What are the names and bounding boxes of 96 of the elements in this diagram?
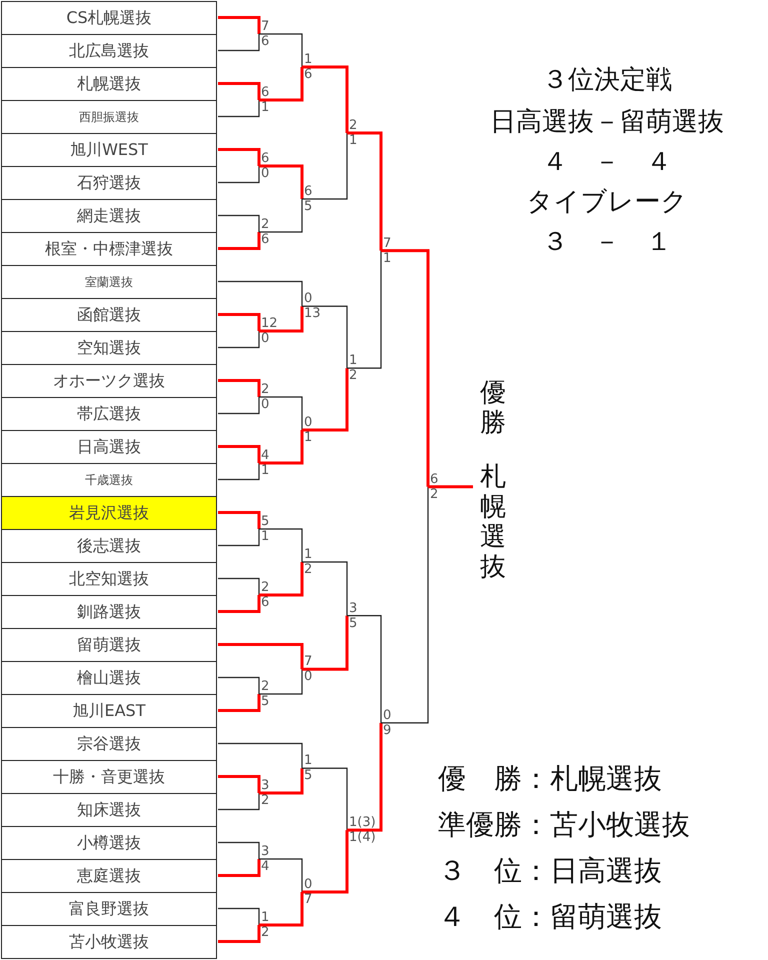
team-cell: 函館選抜 bbox=[1, 298, 217, 332]
team-cell: 留萌選抜 bbox=[1, 628, 217, 662]
score-label: 7 bbox=[383, 236, 392, 250]
ranking-line: 優 勝：札幌選抜 bbox=[438, 761, 662, 797]
team-cell: 室蘭選抜 bbox=[1, 265, 217, 299]
team-cell: 千歳選抜 bbox=[1, 463, 217, 497]
score-label: 4 bbox=[261, 860, 270, 873]
score-label: 1 bbox=[304, 53, 312, 66]
team-cell: 北広島選抜 bbox=[1, 34, 217, 68]
team-cell: 苫小牧選抜 bbox=[1, 925, 217, 959]
score-label: 2 bbox=[261, 383, 270, 396]
team-cell: 網走選抜 bbox=[1, 199, 217, 233]
score-label: 1 bbox=[383, 252, 392, 265]
team-cell: 知床選抜 bbox=[1, 793, 217, 827]
team-cell: 西胆振選抜 bbox=[1, 100, 217, 134]
team-cell: 恵庭選抜 bbox=[1, 859, 217, 893]
score-label: 12 bbox=[261, 317, 278, 330]
ranking-line: 準優勝：苫小牧選抜 bbox=[438, 807, 690, 843]
score-label: 7 bbox=[304, 655, 312, 668]
score-label: 0 bbox=[383, 708, 392, 722]
champion-team: 札幌選抜 bbox=[480, 462, 507, 582]
score-label: 2 bbox=[261, 926, 270, 939]
score-label: 6 bbox=[430, 472, 438, 486]
team-cell: 石狩選抜 bbox=[1, 166, 217, 200]
score-label: 6 bbox=[261, 152, 270, 165]
result-note: ３ － １ bbox=[542, 226, 672, 259]
score-label: 2 bbox=[261, 794, 270, 807]
team-cell: CS札幌選抜 bbox=[1, 1, 217, 35]
score-label: 6 bbox=[261, 86, 270, 99]
score-label: 5 bbox=[349, 616, 358, 630]
score-label: 5 bbox=[304, 769, 312, 782]
score-label: 3 bbox=[349, 602, 358, 615]
champion-label: 優勝 bbox=[480, 378, 507, 438]
score-label: 1 bbox=[261, 530, 270, 543]
score-label: 0 bbox=[261, 167, 270, 180]
result-note: ４ － ４ bbox=[542, 146, 672, 179]
score-label: 0 bbox=[261, 398, 270, 411]
result-note: ３位決定戦 bbox=[542, 64, 672, 97]
score-label: 1 bbox=[304, 754, 312, 768]
team-cell: 日高選抜 bbox=[1, 430, 217, 464]
team-cell: 後志選抜 bbox=[1, 529, 217, 563]
team-cell: 根室・中標津選抜 bbox=[1, 232, 217, 266]
score-label: 6 bbox=[261, 233, 270, 246]
score-label: 6 bbox=[261, 35, 270, 48]
team-cell: 空知選抜 bbox=[1, 331, 217, 365]
score-label: 5 bbox=[261, 515, 270, 528]
score-label: 1 bbox=[261, 464, 270, 477]
score-label: 1(4) bbox=[349, 831, 376, 844]
score-label: 5 bbox=[304, 200, 312, 213]
score-label: 1(3) bbox=[349, 816, 376, 830]
score-label: 0 bbox=[261, 332, 270, 345]
score-label: 6 bbox=[261, 596, 270, 609]
score-label: 1 bbox=[349, 134, 358, 147]
team-cell: 岩見沢選抜 bbox=[1, 496, 217, 530]
ranking-line: ４ 位：留萌選抜 bbox=[438, 899, 662, 935]
result-note: 日高選抜－留萌選抜 bbox=[490, 106, 724, 139]
team-cell: 釧路選抜 bbox=[1, 595, 217, 629]
score-label: 3 bbox=[261, 779, 270, 792]
score-label: 0 bbox=[304, 416, 312, 429]
team-cell: 北空知選抜 bbox=[1, 562, 217, 596]
score-label: 2 bbox=[349, 119, 358, 132]
result-note: タイブレーク bbox=[526, 186, 688, 219]
team-cell: 旭川EAST bbox=[1, 694, 217, 728]
score-label: 5 bbox=[261, 695, 270, 708]
score-label: 1 bbox=[304, 548, 312, 561]
team-cell: 帯広選抜 bbox=[1, 397, 217, 431]
score-label: 0 bbox=[304, 670, 312, 684]
team-cell: 札幌選抜 bbox=[1, 67, 217, 101]
score-label: 2 bbox=[261, 680, 270, 693]
score-label: 6 bbox=[304, 185, 312, 198]
team-cell: 宗谷選抜 bbox=[1, 727, 217, 761]
ranking-line: ３ 位：日高選抜 bbox=[438, 853, 662, 889]
score-label: 1 bbox=[349, 354, 358, 368]
score-label: 6 bbox=[304, 68, 312, 81]
score-label: 13 bbox=[304, 307, 321, 320]
score-label: 9 bbox=[383, 724, 392, 737]
score-label: 2 bbox=[304, 563, 312, 576]
score-label: 4 bbox=[261, 449, 270, 462]
score-label: 1 bbox=[261, 911, 270, 924]
score-label: 2 bbox=[349, 369, 358, 382]
score-label: 0 bbox=[304, 292, 312, 306]
team-cell: 小樽選抜 bbox=[1, 826, 217, 860]
team-cell: 檜山選抜 bbox=[1, 661, 217, 695]
score-label: 1 bbox=[304, 431, 312, 444]
score-label: 7 bbox=[304, 893, 312, 906]
team-cell: オホーツク選抜 bbox=[1, 364, 217, 398]
team-cell: 十勝・音更選抜 bbox=[1, 760, 217, 794]
score-label: 1 bbox=[261, 101, 270, 114]
score-label: 0 bbox=[304, 878, 312, 891]
score-label: 2 bbox=[261, 218, 270, 231]
team-cell: 旭川WEST bbox=[1, 133, 217, 167]
score-label: 2 bbox=[261, 581, 270, 594]
score-label: 2 bbox=[430, 488, 438, 501]
team-cell: 富良野選抜 bbox=[1, 892, 217, 926]
score-label: 7 bbox=[261, 20, 270, 33]
score-label: 3 bbox=[261, 845, 270, 858]
